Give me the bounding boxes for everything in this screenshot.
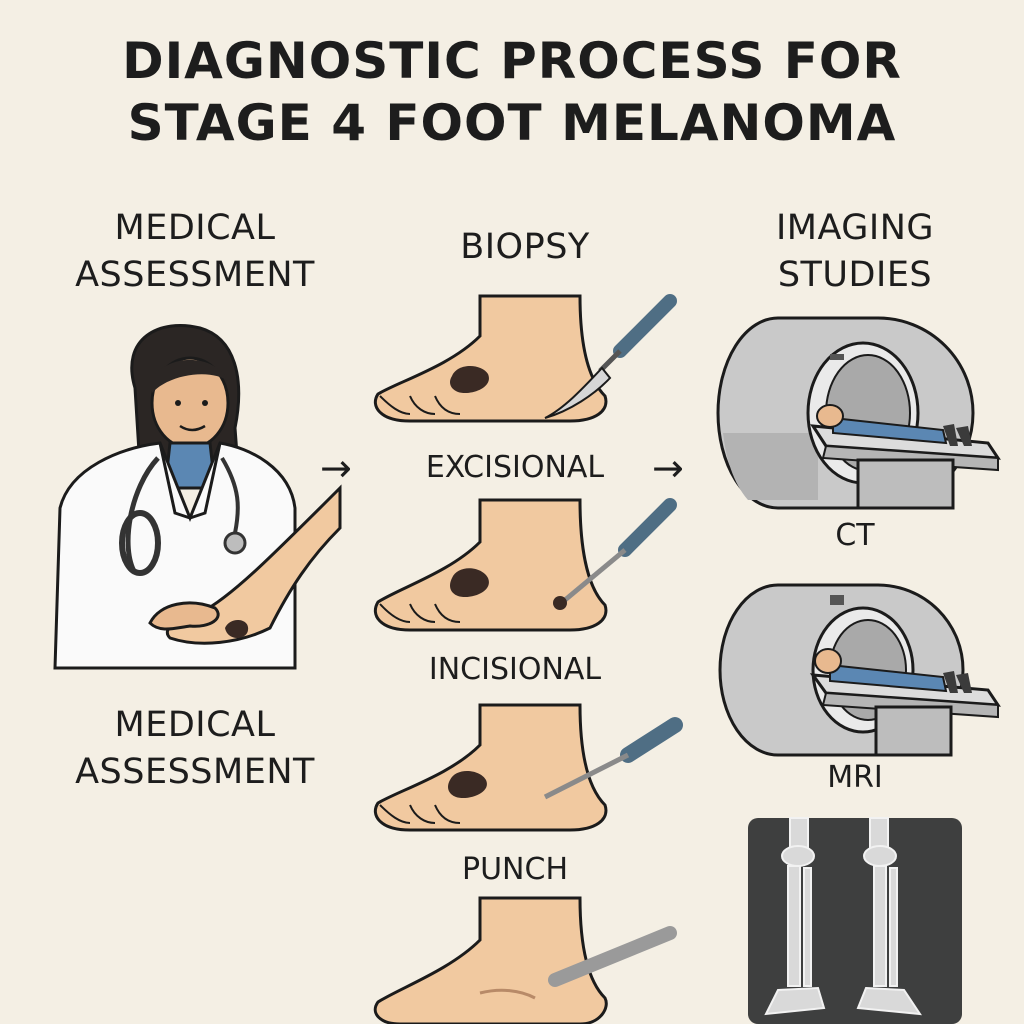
imaging-heading-line-2: STUDIES: [777, 255, 933, 295]
biopsy-type-excisional: EXCISIONAL: [425, 450, 605, 485]
biopsy-foot-scalpel-illustration: [373, 294, 677, 423]
mri-scanner-illustration: [718, 583, 1001, 757]
arrow-biopsy-to-imaging: →: [652, 446, 684, 490]
assessment-caption-line-2: ASSESSMENT: [75, 752, 315, 792]
biopsy-heading: BIOPSY: [460, 227, 590, 267]
arrow-assessment-to-biopsy: →: [320, 446, 352, 490]
assessment-heading-line-1: MEDICAL: [114, 208, 276, 248]
title-line-1: DIAGNOSTIC PROCESS FOR: [122, 32, 902, 90]
title-line-2: STAGE 4 FOOT MELANOMA: [127, 94, 897, 152]
assessment-heading: MEDICAL ASSESSMENT: [50, 205, 340, 299]
assessment-heading-line-2: ASSESSMENT: [75, 255, 315, 295]
biopsy-type-punch: PUNCH: [462, 852, 568, 887]
imaging-type-ct: CT: [835, 518, 875, 553]
biopsy-foot-punch-illustration: [373, 703, 683, 832]
diagram-title: DIAGNOSTIC PROCESS FOR STAGE 4 FOOT MELA…: [0, 30, 1024, 154]
imaging-heading: IMAGING STUDIES: [720, 205, 990, 299]
assessment-caption: MEDICAL ASSESSMENT: [50, 702, 340, 796]
assessment-caption-line-1: MEDICAL: [114, 705, 276, 745]
leg-xray-illustration: [748, 817, 962, 1024]
biopsy-foot-incisional-illustration: [373, 498, 677, 632]
biopsy-type-incisional: INCISIONAL: [428, 652, 602, 687]
biopsy-foot-probe-illustration: [373, 896, 677, 1024]
imaging-type-mri: MRI: [827, 760, 883, 795]
ct-scanner-illustration: [716, 316, 1001, 510]
imaging-heading-line-1: IMAGING: [775, 208, 935, 248]
doctor-examining-foot-illustration: [53, 324, 342, 670]
